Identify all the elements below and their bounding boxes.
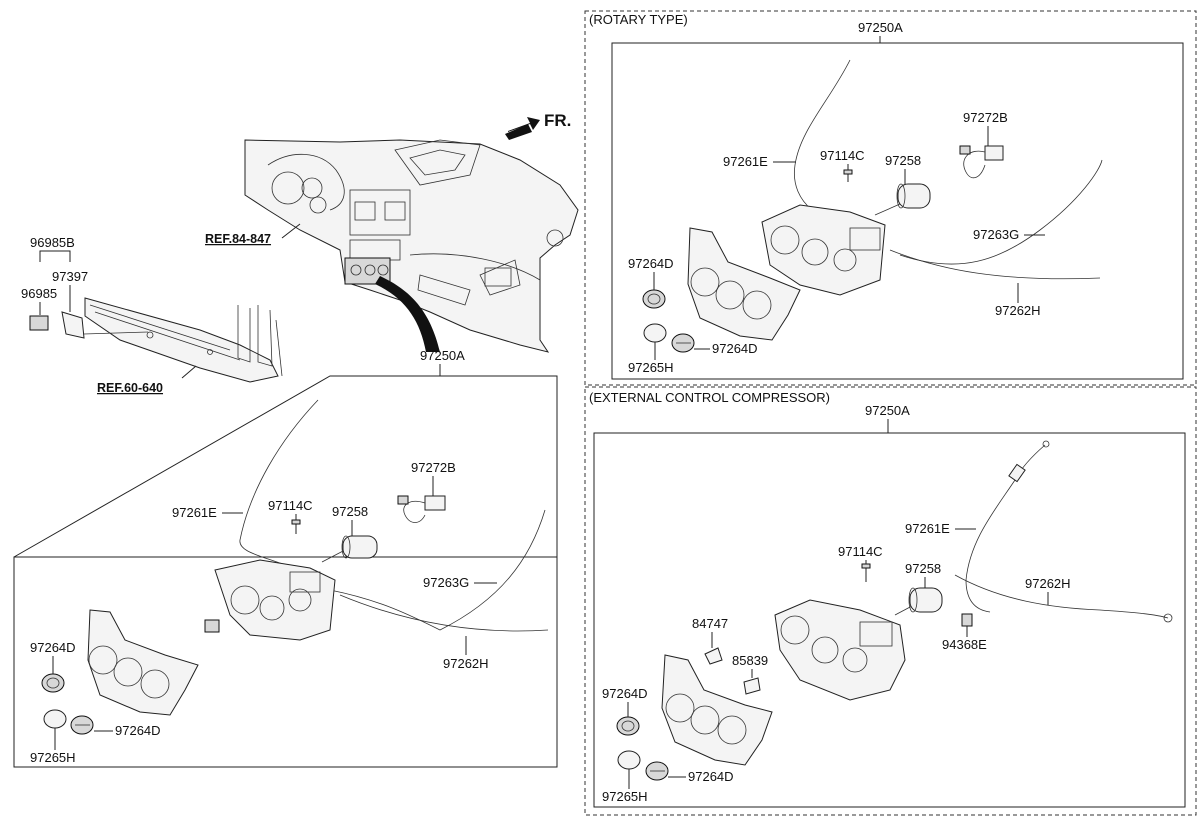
compressor-label-97264d-b: 97264D — [688, 769, 734, 784]
compressor-label-97264d-a: 97264D — [602, 686, 648, 701]
rotary-cable-97262h — [889, 249, 1101, 280]
left-label-97262h: 97262H — [443, 656, 489, 671]
left-label-97264d-a: 97264D — [30, 640, 76, 655]
compressor-label-97114c: 97114C — [838, 544, 883, 559]
compressor-knob-97264d-icon — [616, 716, 640, 736]
rotary-knob-97265h-icon — [643, 323, 667, 343]
compressor-clip-85839-icon — [743, 677, 761, 695]
compressor-label-97250a: 97250A — [865, 403, 910, 418]
compressor-label-94368e: 94368E — [942, 637, 987, 652]
compressor-label-97262h: 97262H — [1025, 576, 1071, 591]
left-cable-97263g — [329, 509, 546, 631]
rotary-label-97258: 97258 — [885, 153, 921, 168]
compressor-sensor-94368e-icon — [961, 613, 973, 627]
rotary-label-97264d-a: 97264D — [628, 256, 674, 271]
compressor-cable-97262h — [954, 574, 1173, 623]
left-harness-97272b-icon — [397, 495, 446, 523]
left-assembly-box-top — [13, 375, 558, 558]
left-cable-97261e — [239, 399, 319, 566]
ref-60-640: REF.60-640 — [97, 381, 163, 395]
compressor-motor-97258-icon — [894, 587, 943, 616]
compressor-label-97261e: 97261E — [905, 521, 950, 536]
rotary-control-body — [761, 204, 886, 296]
front-label: FR. — [544, 111, 571, 130]
left-knob-97264d-b-icon — [70, 715, 94, 735]
compressor-section-frame — [584, 386, 1197, 816]
left-knob-97265h-icon — [43, 709, 67, 729]
left-label-97264d-b: 97264D — [115, 723, 161, 738]
left-label-97261e: 97261E — [172, 505, 217, 520]
compressor-assembly-box — [593, 432, 1186, 808]
front-arrow-icon — [505, 117, 540, 140]
bracket-label-96985: 96985 — [21, 286, 57, 301]
rotary-label-97264d-b: 97264D — [712, 341, 758, 356]
ref-84-leader — [281, 223, 301, 239]
rotary-label-97263g: 97263G — [973, 227, 1019, 242]
rotary-motor-97258-icon — [874, 183, 931, 216]
rotary-title: (ROTARY TYPE) — [589, 12, 688, 27]
rotary-label-97262h: 97262H — [995, 303, 1041, 318]
ref-84-847: REF.84-847 — [205, 232, 271, 246]
compressor-cable-97261e — [965, 440, 1050, 613]
rotary-knob-97264d-icon — [642, 289, 666, 309]
left-label-97263g: 97263G — [423, 575, 469, 590]
compressor-knob-97264d-b-icon — [645, 761, 669, 781]
rotary-label-97114c: 97114C — [820, 148, 865, 163]
dashboard-illustration — [244, 139, 579, 353]
rotary-cable-97261e — [793, 59, 851, 211]
left-faceplate-icon — [87, 609, 199, 716]
compressor-label-85839: 85839 — [732, 653, 768, 668]
left-main-label: 97250A — [420, 348, 465, 363]
rotary-assembly-box — [611, 42, 1184, 380]
bracket-label-96985b: 96985B — [30, 235, 75, 250]
ref-60-leader — [181, 365, 197, 379]
left-assembly-box — [13, 556, 558, 768]
compressor-faceplate-icon — [661, 654, 773, 766]
rotary-label-97272b: 97272B — [963, 110, 1008, 125]
compressor-clip-84747-icon — [704, 647, 723, 665]
crossmember-illustration — [84, 297, 283, 383]
rotary-knob-97264d-b-icon — [671, 333, 695, 353]
rotary-label-97265h: 97265H — [628, 360, 674, 375]
left-label-97265h: 97265H — [30, 750, 76, 765]
left-knob-97264d-icon — [41, 673, 65, 693]
compressor-label-97258: 97258 — [905, 561, 941, 576]
rotary-cable-97263g — [899, 159, 1103, 265]
bracket-label-97397: 97397 — [52, 269, 88, 284]
rotary-label-97261e: 97261E — [723, 154, 768, 169]
compressor-knob-97265h-icon — [617, 750, 641, 770]
left-label-97258: 97258 — [332, 504, 368, 519]
compressor-title: (EXTERNAL CONTROL COMPRESSOR) — [589, 390, 830, 405]
left-label-97114c: 97114C — [268, 498, 313, 513]
bracket-leader-96985b — [39, 250, 71, 262]
compressor-control-body — [774, 599, 906, 701]
compressor-label-84747: 84747 — [692, 616, 728, 631]
bracket-link-line — [83, 331, 149, 335]
rotary-section-frame — [584, 10, 1197, 386]
left-motor-97258-icon — [321, 535, 378, 563]
clip-96985-icon — [29, 315, 49, 331]
left-cable-97262h — [339, 594, 549, 632]
rotary-label-97250a: 97250A — [858, 20, 903, 35]
bracket-97397-icon — [61, 311, 85, 339]
left-control-body — [204, 559, 336, 641]
rotary-harness-97272b-icon — [959, 145, 1004, 179]
rotary-faceplate-icon — [687, 227, 801, 341]
compressor-label-97265h: 97265H — [602, 789, 648, 804]
left-label-97272b: 97272B — [411, 460, 456, 475]
